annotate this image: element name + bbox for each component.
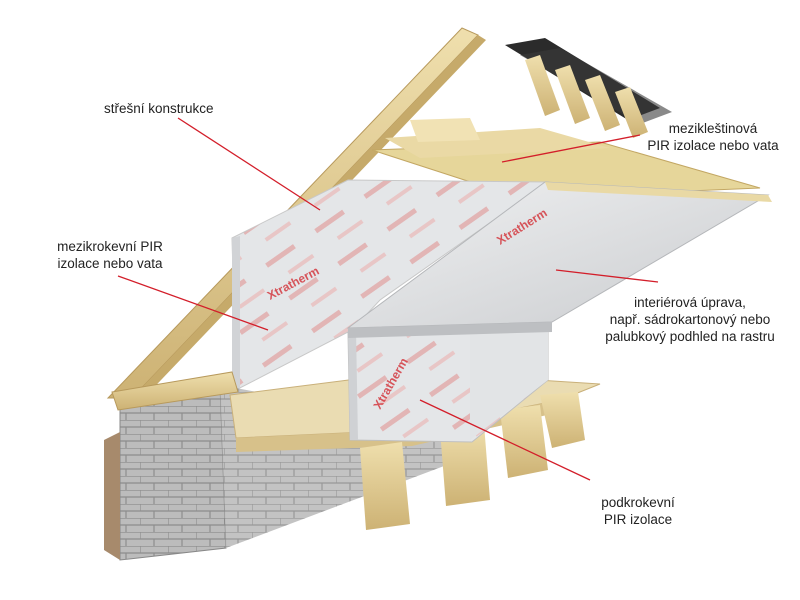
label-roof-structure: střešní konstrukce [104,100,214,117]
plasterboard-slope [346,181,772,338]
leader-rafter-insulation [117,275,269,331]
label-roof-structure-text: střešní konstrukce [104,101,214,116]
label-rafter-insulation-line1: mezikrokevní PIR [57,239,163,254]
label-under-rafter: podkrokevní PIR izolace [578,494,698,528]
wall-plate [111,371,239,411]
label-interior-finish-line3: palubkový podhled na rastru [605,329,775,344]
label-under-rafter-line2: PIR izolace [603,512,673,527]
label-collar-insulation-line1: mezikleštinová [668,121,758,136]
label-collar-insulation-line2: PIR izolace nebo vata [647,138,779,153]
leader-under-rafter [419,399,591,481]
label-interior-finish-line2: např. sádrokartonový nebo [609,312,771,327]
leader-interior-finish [555,269,659,283]
label-interior-finish-line1: interiérová úprava, [634,295,746,310]
label-collar-insulation: mezikleštinová PIR izolace nebo vata [638,120,788,154]
leader-lines [117,117,659,481]
collar-beam [371,118,761,199]
label-under-rafter-line1: podkrokevní [601,495,675,510]
label-interior-finish: interiérová úprava, např. sádrokartonový… [596,294,784,345]
rafter-ends [525,55,648,138]
leader-collar-insulation [501,134,641,163]
label-rafter-insulation: mezikrokevní PIR izolace nebo vata [40,238,180,272]
leader-roof-structure [177,117,321,211]
label-rafter-insulation-line2: izolace nebo vata [57,256,163,271]
